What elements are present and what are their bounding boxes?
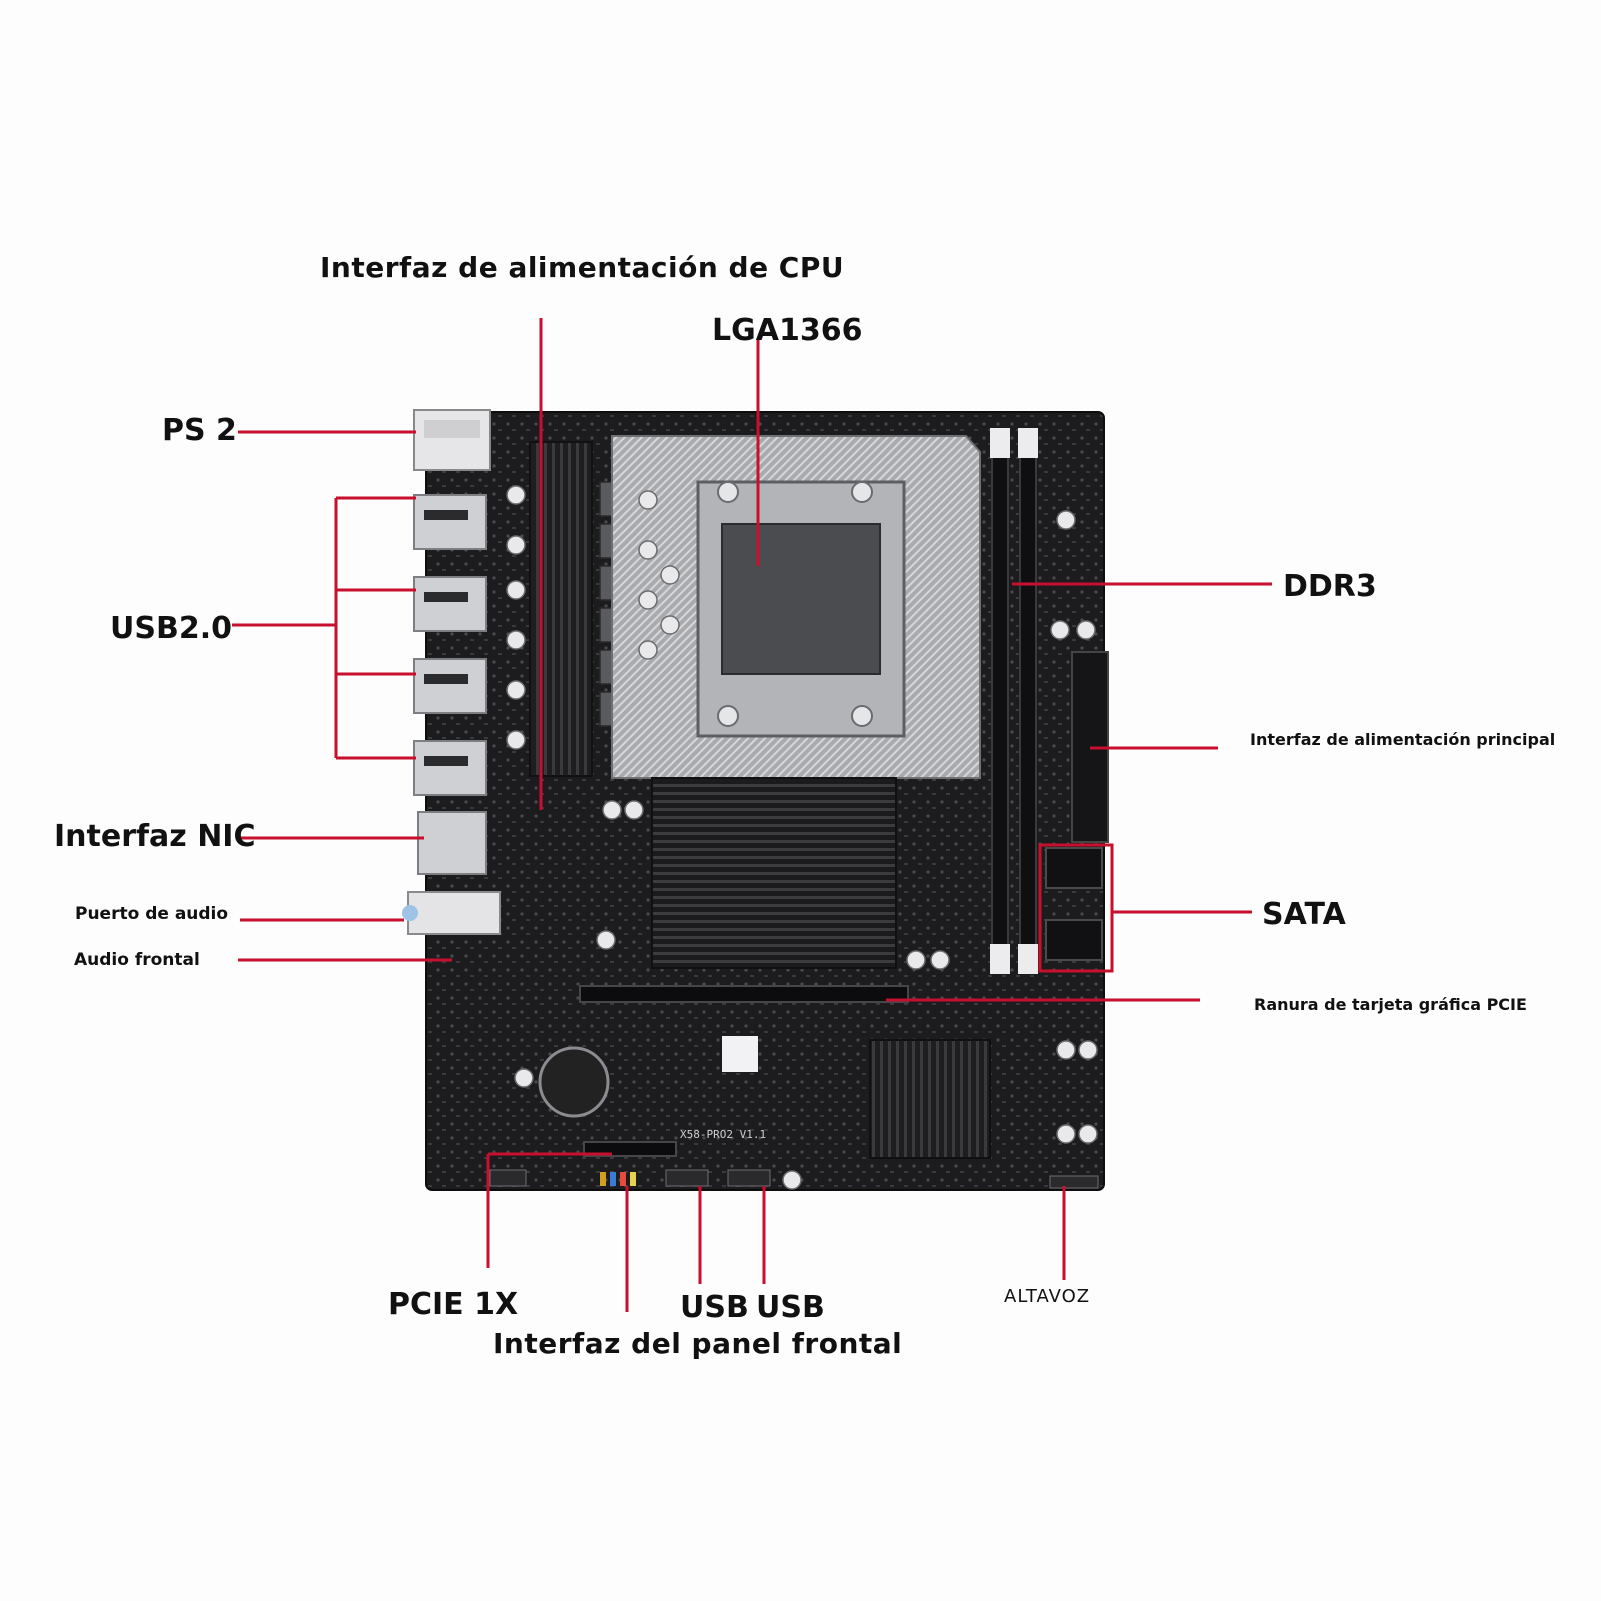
label-main-power: Interfaz de alimentación principal	[1250, 730, 1556, 749]
label-cpu-power: Interfaz de alimentación de CPU	[320, 251, 845, 284]
cmos-battery	[538, 1046, 610, 1118]
usb-stack	[413, 494, 487, 796]
leader-lines	[232, 318, 1272, 1312]
label-audio-port: Puerto de audio	[75, 904, 229, 924]
label-nic: Interfaz NIC	[54, 819, 256, 854]
pcie-x16-slot	[579, 985, 909, 1003]
ddr3-slot-2	[1019, 451, 1037, 973]
label-usb-header-2: USB	[756, 1290, 825, 1325]
label-usb-header-1: USB	[680, 1290, 749, 1325]
ddr3-slot-1	[991, 451, 1009, 973]
chipset-heatsink	[651, 777, 897, 969]
audio-jack	[407, 891, 501, 935]
board-model-text: X58-PRO2 V1.1	[680, 1128, 766, 1141]
label-usb20: USB2.0	[110, 611, 232, 646]
label-lga1366: LGA1366	[712, 313, 863, 348]
label-front-panel: Interfaz del panel frontal	[493, 1327, 903, 1360]
southbridge-heatsink	[869, 1039, 991, 1159]
label-pcie-gpu: Ranura de tarjeta gráfica PCIE	[1254, 995, 1527, 1014]
label-front-audio: Audio frontal	[74, 950, 200, 970]
ps2-port	[413, 409, 491, 471]
label-pcie1x: PCIE 1X	[388, 1287, 519, 1322]
nic-port	[417, 811, 487, 875]
label-sata: SATA	[1262, 897, 1346, 932]
label-ps2: PS 2	[162, 413, 237, 448]
label-altavoz: ALTAVOZ	[1004, 1286, 1091, 1307]
label-ddr3: DDR3	[1283, 569, 1377, 604]
vrm-heatsink	[529, 441, 593, 777]
